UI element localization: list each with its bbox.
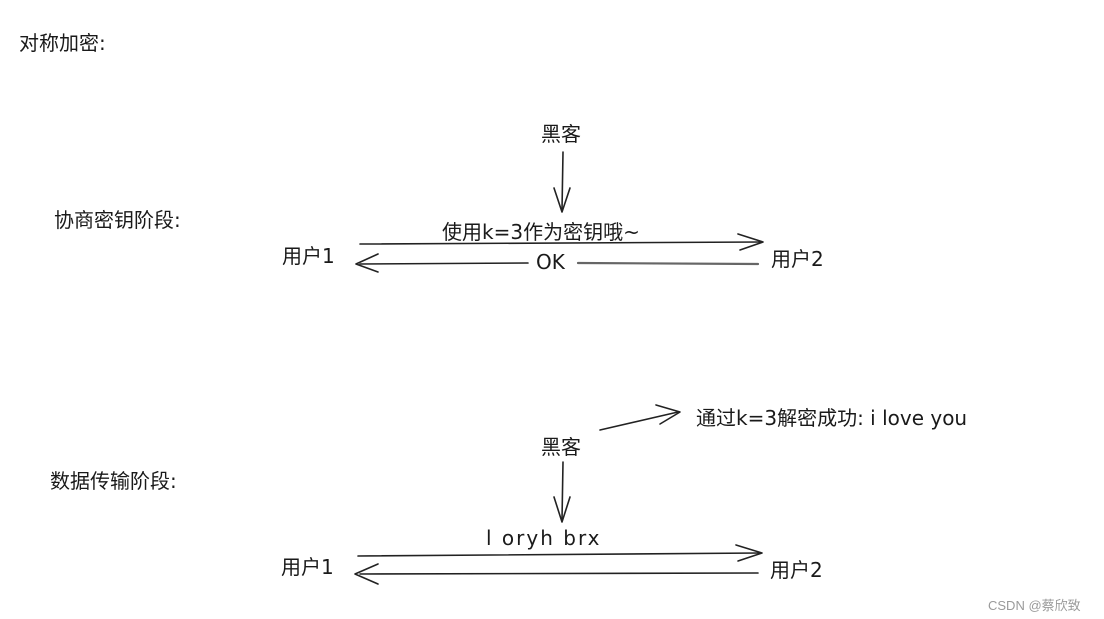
- phase1-return-arrow-left: [359, 262, 529, 265]
- phase1-return-arrow-right: [576, 261, 760, 266]
- phase2-hacker: 黑客: [541, 435, 581, 459]
- watermark: CSDN @蔡欣致: [988, 598, 1081, 613]
- phase2-ciphertext: l oryh brx: [486, 526, 602, 550]
- phase1-message: 使用k=3作为密钥哦~: [442, 220, 640, 244]
- page-title: 对称加密:: [19, 31, 106, 55]
- phase1-hacker-arrowhead: [553, 187, 571, 213]
- phase2-user1: 用户1: [281, 555, 334, 579]
- phase1-user2: 用户2: [771, 247, 824, 271]
- phase2-intercept-arrow: [599, 411, 679, 431]
- phase2-intercept-arrowhead: [655, 404, 681, 425]
- phase2-label: 数据传输阶段:: [50, 469, 177, 493]
- phase1-forward-arrowhead: [737, 233, 764, 251]
- phase2-hacker-result: 通过k=3解密成功: i love you: [696, 406, 968, 430]
- phase1-hacker-arrow: [561, 151, 564, 211]
- phase2-hacker-arrowhead: [553, 496, 571, 523]
- phase1-return-arrowhead: [355, 253, 379, 273]
- phase1-user1: 用户1: [282, 244, 335, 268]
- phase2-return-arrowhead: [354, 563, 379, 585]
- phase2-forward-arrowhead: [735, 544, 763, 562]
- phase1-forward-arrow: [359, 241, 763, 245]
- phase1-label: 协商密钥阶段:: [54, 208, 181, 232]
- phase2-forward-arrow: [357, 552, 761, 557]
- phase1-hacker: 黑客: [541, 122, 581, 146]
- phase2-user2: 用户2: [770, 558, 823, 582]
- phase1-reply: OK: [536, 250, 565, 274]
- phase2-hacker-arrow: [561, 461, 564, 521]
- phase2-return-arrow: [359, 572, 759, 575]
